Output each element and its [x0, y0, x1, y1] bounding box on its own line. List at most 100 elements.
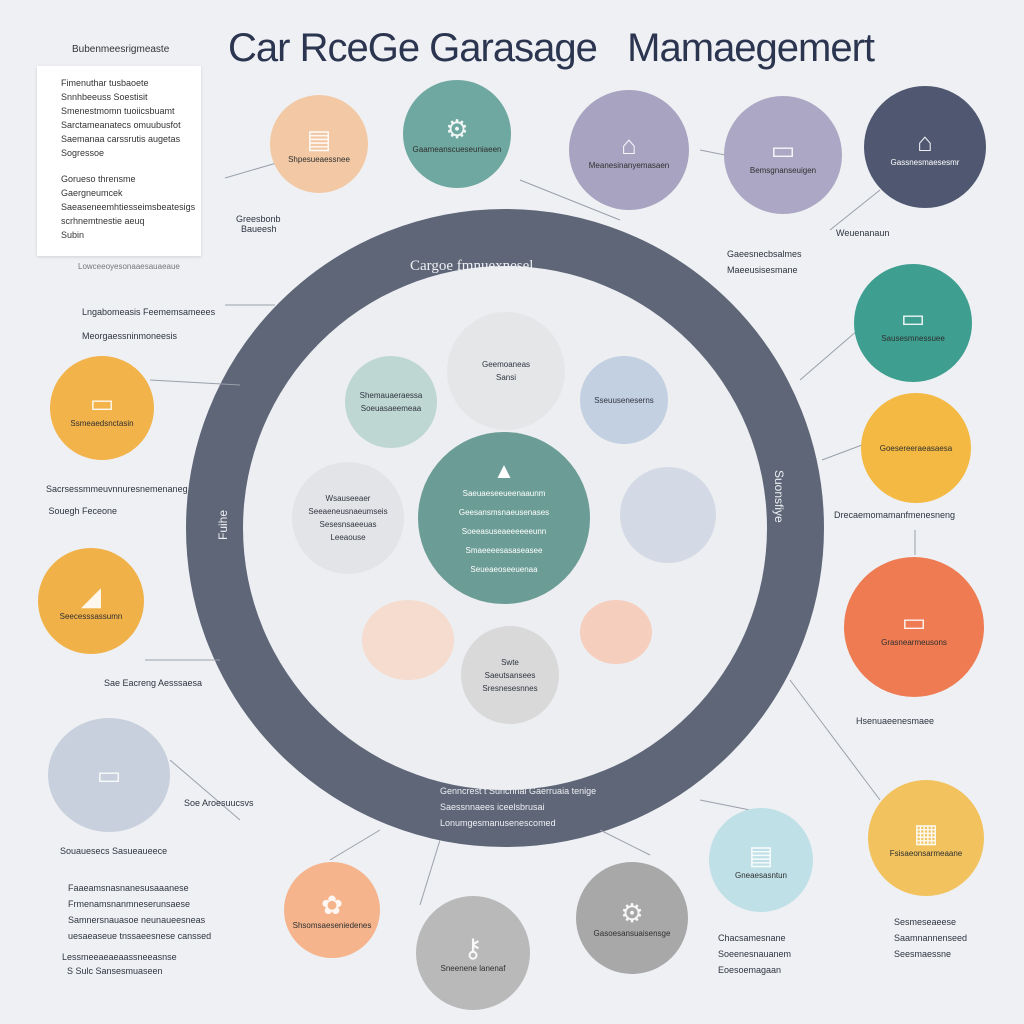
- inner-bottom[interactable]: Swte Saeutsansees Sresnesesnnes: [461, 626, 559, 724]
- label-recamanee: Drecaemomamanfmenesneng: [834, 510, 956, 520]
- node-garage[interactable]: ⌂ Gassnesmaesesmr: [864, 86, 986, 208]
- car-outline-icon: ▭: [96, 760, 122, 790]
- inner-left-line-4: Leeaouse: [330, 533, 366, 542]
- node-lift[interactable]: ⌂ Meanesinanyemasaen: [569, 90, 689, 210]
- repair-icon: ▭: [901, 606, 927, 637]
- inner-top-line-1: Geemoaneas: [481, 360, 531, 369]
- lift-icon: ⌂: [621, 129, 637, 160]
- label-hoeovns: Hsenuaeenesmaee: [856, 716, 935, 726]
- node-wash[interactable]: ▤ Gneaesasntun: [709, 808, 813, 912]
- legend-line: Sogressoe: [61, 148, 105, 158]
- legend-line: Saemanaa carssrutis augetas: [61, 134, 181, 144]
- legend-line: Sarctameanatecs omuubusfot: [61, 120, 181, 130]
- inner-blue-line-1: Sseuuseneserns: [594, 395, 654, 405]
- node-tools-label: Gaameanscueseuniaeen: [412, 144, 502, 154]
- inner-bottom-line-1: Swte: [501, 657, 519, 667]
- center-line-5: Seueaeoseeuenaa: [470, 564, 538, 574]
- node-car[interactable]: ▭ Ssmeaedsnctasin: [50, 356, 154, 460]
- node-lift2-label: Seecesssassumn: [59, 611, 123, 621]
- label-devaluest: Soe Aroesuucsvs: [184, 798, 254, 808]
- fleet-icon: ▭: [900, 302, 926, 333]
- label-services: Sacrsessmmeuvnnuresnemenaneg Souegh Fece…: [46, 484, 188, 516]
- label-smseeneres: Sesmeseaeese Saamnannenseed Seesmaessne: [894, 917, 968, 959]
- inner-teal-line-2: Soeuasaeemeaa: [360, 404, 422, 413]
- garage-icon: ⌂: [917, 126, 933, 157]
- center-hub[interactable]: ▲ Saeuaeseeueenaaunm Geesansmsnaeusenase…: [418, 432, 590, 604]
- inner-left-line-3: Sesesnsaeeuas: [319, 520, 377, 529]
- label-chaaaeeus: Chacsamesnane Soeenesnauanem Eoesoemagaa…: [718, 933, 792, 975]
- center-line-4: Smaeeeesasaseasee: [465, 545, 543, 555]
- inner-top-line-2: Sansi: [495, 373, 516, 382]
- ring-top-label: Cargoe fmnuexnesel: [410, 258, 534, 274]
- tools-icon: ⚙: [445, 113, 469, 144]
- node-repair-label: Grasnearmeusons: [881, 637, 947, 647]
- label-assignments: Gaeesnecbsalmes Maeeusisesmane: [727, 249, 802, 275]
- legend-line: scrhnemtnestie aeuq: [61, 216, 145, 226]
- node-billing[interactable]: ▦ Fsisaeonsarmeaane: [868, 780, 984, 896]
- node-car-label: Ssmeaedsnctasin: [70, 418, 134, 428]
- page-title: Car RceGe Garasage Mamaegemert: [228, 26, 875, 70]
- billing-icon: ▦: [913, 817, 939, 848]
- legend-line: Subin: [61, 230, 85, 240]
- inner-right[interactable]: [620, 467, 716, 563]
- engine-icon: ⚙: [620, 897, 644, 928]
- node-engine-label: Gasoesansuaisensge: [593, 928, 671, 938]
- node-schedule[interactable]: Goesereeraeasaesa: [861, 393, 971, 503]
- node-lift-label: Meanesinanyemasaen: [588, 160, 670, 170]
- node-key[interactable]: ⚷ Sneenene lanenaf: [416, 896, 530, 1010]
- legend-line: Fimenuthar tusbaoete: [61, 78, 149, 88]
- label-bottom-left-body: Faaeamsnasnanesusaaanese Frmenamsnanmnes…: [68, 883, 212, 941]
- node-engine[interactable]: ⚙ Gasoesansuaisensge: [576, 862, 688, 974]
- node-lift2[interactable]: ◢ Seecesssassumn: [38, 548, 144, 654]
- node-parts[interactable]: ▭ Bemsgnanseuigen: [724, 96, 842, 214]
- inner-teal-line-1: Shemauaeraessa: [359, 391, 423, 400]
- node-billing-label: Fsisaeonsarmeaane: [889, 848, 963, 858]
- ring-left-label: Fuihe: [216, 509, 230, 540]
- key-icon: ⚷: [463, 932, 483, 963]
- legend-line: Smenestmomn tuoiicsbuamt: [61, 106, 175, 116]
- legend-line: Snnhbeeuss Soestisit: [61, 92, 148, 102]
- node-inventory[interactable]: ▭: [48, 718, 170, 832]
- center-line-3: Soeeasuseaeeeeeeunn: [461, 526, 547, 536]
- wash-icon: ▤: [748, 839, 774, 870]
- legend-line: Gorueso thrensme: [61, 174, 136, 184]
- ramp-icon: ◢: [81, 580, 101, 611]
- ring-bottom-line-2: Saessnnaees iceelsbrusai: [440, 802, 545, 812]
- inner-left-line-1: Wsauseeaer: [325, 494, 371, 503]
- inner-peach[interactable]: [362, 600, 454, 680]
- node-service[interactable]: ✿ Shsomsaeseniedenes: [284, 862, 380, 958]
- connectors: [145, 149, 916, 906]
- legend-header: Bubenmeesrigmeaste: [72, 44, 170, 55]
- node-service-label: Shsomsaeseniedenes: [292, 920, 372, 930]
- inner-bottom-line-2: Saeutsansees: [484, 670, 536, 680]
- outer-ring: [186, 209, 824, 847]
- ring-bottom-line-3: Lonumgesmanusenescomed: [440, 818, 556, 828]
- car-icon: ▭: [89, 387, 115, 418]
- inner-left[interactable]: Wsauseeaer Seeaeneusnaeumseis Sesesnsaee…: [292, 462, 404, 574]
- service-icon: ✿: [321, 889, 343, 920]
- label-scheduler: Greesbonb Baueesh: [236, 214, 281, 234]
- inner-blue[interactable]: Sseuuseneserns: [580, 356, 668, 444]
- node-fleet[interactable]: ▭ Sausesmnessuee: [854, 264, 972, 382]
- label-linked-mgmt: Lngabomeasis Feememsameees Meorgaessninm…: [82, 307, 216, 341]
- storage-icon: ▤: [306, 123, 332, 154]
- node-garage-label: Gassnesmaesesmr: [890, 157, 960, 167]
- hub-icon: ▲: [493, 457, 515, 483]
- ring-bottom-line-1: Genncrest t Suncnnai Gaerruaia tenige: [440, 786, 597, 796]
- node-key-label: Sneenene lanenaf: [440, 963, 506, 973]
- label-bottom-left-head: Souauesecs Sasueaueece: [60, 846, 168, 856]
- node-tools[interactable]: ⚙ Gaameanscueseuniaeen: [403, 80, 511, 188]
- node-wash-label: Gneaesasntun: [734, 870, 788, 880]
- label-scope: Sae Eacreng Aesssaesa: [104, 678, 203, 688]
- legend-box: Fimenuthar tusbaoete Snnhbeeuss Soestisi…: [37, 66, 201, 256]
- node-fleet-label: Sausesmnessuee: [881, 333, 945, 343]
- inner-bottom-line-3: Sresnesesnnes: [482, 683, 538, 693]
- node-storage[interactable]: ▤ Shpesueaessnee: [270, 95, 368, 193]
- inner-top[interactable]: Geemoaneas Sansi: [447, 312, 565, 430]
- node-repair[interactable]: ▭ Grasnearmeusons: [844, 557, 984, 697]
- inner-teal[interactable]: Shemauaeraessa Soeuasaeemeaa: [345, 356, 437, 448]
- ring-right-label: Suonsfiye: [772, 470, 786, 523]
- inner-left-line-2: Seeaeneusnaeumseis: [308, 507, 388, 516]
- center-line-2: Geesansmsnaeusenases: [458, 507, 550, 517]
- inner-peach2[interactable]: [580, 600, 652, 664]
